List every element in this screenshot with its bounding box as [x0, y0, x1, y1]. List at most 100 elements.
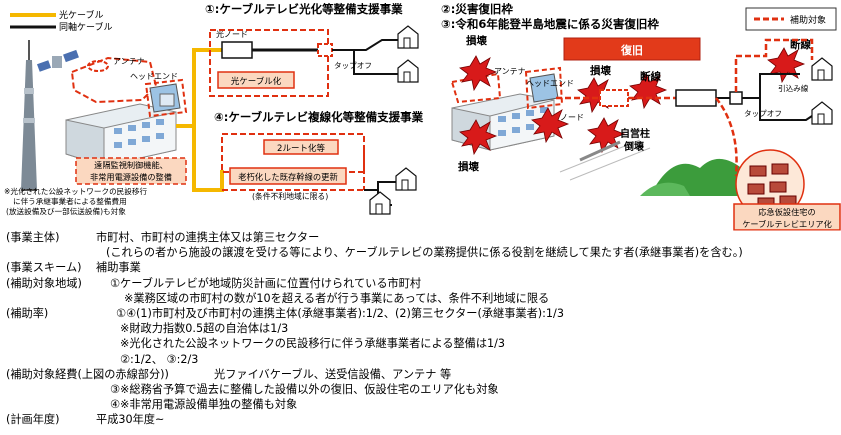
- subsidy-outline-headend: [144, 78, 188, 118]
- facility-box-line-1: 遠隔監視制御機能、: [94, 160, 168, 170]
- right-node-label: ノード: [560, 113, 584, 122]
- restoration-banner: [563, 37, 701, 61]
- amp-box-upper: [317, 43, 333, 57]
- info-row: (事業スキーム) 補助事業: [6, 260, 836, 275]
- info-row: ※財政力指数0.5超の自治体は1/3: [6, 321, 836, 336]
- info-row: (補助対象経費(上図の赤線部分))光ファイバケーブル、送受信設備、アンテナ 等: [6, 367, 836, 382]
- optical-node-box: [221, 41, 253, 59]
- damage-explosion-icon: [629, 73, 668, 110]
- title-disaster-recovery: ②:災害復旧枠: [441, 2, 513, 16]
- info-row-heading: (計画年度): [6, 413, 60, 427]
- subsidy-line-temp-housing: [715, 97, 738, 177]
- headend-building-icon: [65, 83, 181, 167]
- house-icon: [397, 25, 419, 49]
- legend-subsidy-label: 補助対象: [790, 14, 826, 26]
- info-row-body: ※業務区域の市町村の数が10を超える者が行う事業にあっては、条件不利地域に限る: [124, 291, 550, 305]
- fiber-cable-lower: [192, 126, 224, 192]
- subsidy-line-right-upper: [734, 38, 814, 92]
- fiber-conversion-label: 光ケーブル化: [231, 76, 282, 87]
- info-row-body: ③※総務省予算で過去に整備した設備以外の復旧、仮設住宅のエリア化も対象: [110, 382, 499, 396]
- drop-line-label: 引込み線: [778, 83, 809, 93]
- info-row-body: ④※非常用電源設備単独の整備も対象: [110, 398, 298, 412]
- left-note-line-3: (放送設備及び一部伝送設備)も対象: [6, 206, 126, 216]
- damaged-label-2: 損壊: [458, 160, 479, 173]
- info-row-heading: (補助対象地域): [6, 276, 82, 290]
- left-note-line-2: に伴う承継事業者による整備費用: [13, 196, 127, 206]
- info-row-body: 光ファイバケーブル、送受信設備、アンテナ 等: [214, 367, 452, 381]
- info-row: ③※総務省予算で過去に整備した設備以外の復旧、仮設住宅のエリア化も対象: [6, 382, 836, 397]
- info-row: (事業主体) 市町村、市町村の連携主体又は第三セクター: [6, 230, 836, 245]
- damage-explosion-icon: [459, 55, 498, 92]
- facility-box: [75, 157, 187, 185]
- right-antenna-label: アンテナ: [494, 67, 526, 76]
- right-headend-label: ヘッドエンド: [526, 79, 574, 88]
- legend-fiber-label: 光ケーブル: [59, 9, 103, 21]
- pole-fallen-label-2: 倒壊: [623, 140, 645, 153]
- info-row: (計画年度) 平成30年度~: [6, 412, 836, 427]
- info-row-body: ②:1/2、 ③:2/3: [120, 352, 199, 366]
- optical-node-label: 光ノード: [216, 29, 248, 39]
- house-icon: [397, 59, 419, 83]
- info-row-heading: (事業主体): [6, 231, 60, 244]
- legend-coax-label: 同軸ケーブル: [59, 21, 112, 33]
- info-row: (補助率)①④(1)市町村及び市町村の連携主体(承継事業者):1/2、(2)第三…: [6, 306, 836, 321]
- diagram-area: 光ケーブル 同軸ケーブル ①:ケーブルテレビ光化等整備支援事業 ④:ケーブルテレ…: [4, 2, 841, 231]
- temp-housing-icon: [747, 163, 797, 209]
- restoration-label: 復旧: [620, 43, 643, 57]
- damaged-label-3: 損壊: [590, 64, 611, 77]
- hills-icon: [640, 158, 746, 196]
- title-fiber-support: ①:ケーブルテレビ光化等整備支援事業: [205, 2, 403, 16]
- temp-housing-box: [733, 203, 841, 231]
- house-icon: [395, 167, 417, 191]
- two-route-box: [263, 139, 339, 155]
- info-row-heading: (補助率): [6, 306, 49, 320]
- info-row-body: 平成30年度~: [96, 413, 165, 427]
- info-row: ②:1/2、 ③:2/3: [6, 352, 836, 367]
- info-row-body: ※財政力指数0.5超の自治体は1/3: [120, 322, 289, 336]
- info-row: (これらの者から施設の譲渡を受ける等により、ケーブルテレビの業務提供に係る役割を…: [6, 245, 836, 260]
- info-row: ※業務区域の市町村の数が10を超える者が行う事業にあっては、条件不利地域に限る: [6, 291, 836, 306]
- two-route-label: 2ルート化等: [277, 143, 325, 154]
- left-headend-label: ヘッドエンド: [130, 72, 178, 81]
- disconnect-label-1: 断線: [640, 70, 661, 83]
- fiber-conversion-box: [217, 71, 295, 89]
- info-section: (事業主体) 市町村、市町村の連携主体又は第三セクター(これらの者から施設の譲渡を…: [6, 230, 836, 427]
- amp-box-right: [675, 89, 717, 107]
- subsidy-outline-fiber-upgrade: [209, 29, 329, 97]
- info-row-heading: (事業スキーム): [6, 261, 82, 275]
- info-row-body: ※光化された公設ネットワークの民設移行に伴う承継事業者による整備は1/3: [120, 337, 506, 351]
- aging-update-label: 老朽化した既存幹線の更新: [238, 172, 338, 182]
- satellite-icon: [36, 49, 79, 72]
- tap-off-label-right: タップオフ: [744, 109, 782, 118]
- aging-update-box: [229, 167, 347, 185]
- damaged-label-1: 損壊: [466, 34, 487, 47]
- subsidy-outline-antenna: [70, 56, 158, 104]
- legend-right: 補助対象: [745, 7, 837, 31]
- info-row: (補助対象地域) ①ケーブルテレビが地域防災計画に位置付けられている市町村: [6, 276, 836, 291]
- temp-housing-line-1: 応急仮設住宅の: [758, 207, 815, 217]
- title-noto-recovery: ③:令和6年能登半島地震に係る災害復旧枠: [441, 17, 659, 31]
- tap-off-label-left: タップオフ: [334, 61, 372, 70]
- damage-explosion-icon: [531, 107, 570, 144]
- fiber-cable-upper: [176, 48, 210, 128]
- left-note-line-1: ※光化された公設ネットワークの民設移行: [4, 186, 147, 196]
- info-row-body: 補助事業: [96, 261, 141, 275]
- broadcast-tower-icon: [21, 40, 37, 191]
- damage-explosion-icon: [459, 119, 498, 156]
- left-antenna-label: アンテナ: [113, 57, 145, 66]
- legend-left: 光ケーブル 同軸ケーブル: [10, 9, 112, 33]
- house-icon: [811, 101, 833, 125]
- info-row-body: 市町村、市町村の連携主体又は第三セクター: [96, 231, 320, 244]
- house-icon: [369, 191, 391, 215]
- subsidy-outline-dish: [87, 60, 109, 72]
- info-row-body: ①ケーブルテレビが地域防災計画に位置付けられている市町村: [110, 276, 422, 290]
- tap-off-box-right: [729, 91, 743, 105]
- damage-explosion-icon: [767, 47, 806, 84]
- title-dual-line-support: ④:ケーブルテレビ複線化等整備支援事業: [214, 110, 424, 124]
- temp-housing-line-2: ケーブルテレビエリア化: [742, 219, 832, 229]
- pole-fallen-label-1: 自営柱: [620, 127, 650, 140]
- house-icon: [811, 57, 833, 81]
- subsidy-outline-headend-right: [524, 66, 564, 110]
- condition-label: (条件不利地域に限る): [252, 191, 328, 201]
- info-row: ④※非常用電源設備単独の整備も対象: [6, 397, 836, 412]
